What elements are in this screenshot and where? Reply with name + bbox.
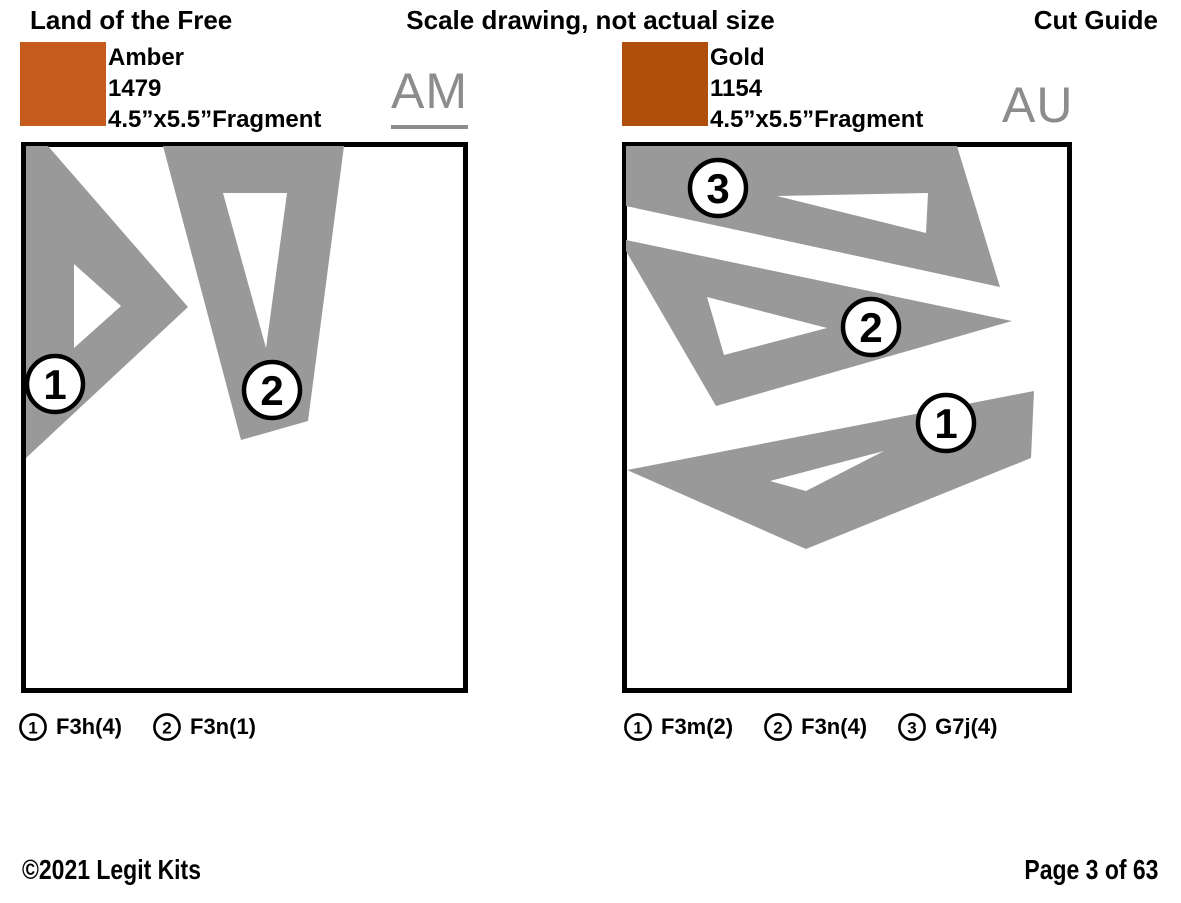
- fabric-piece-2: [626, 240, 1012, 406]
- legend-item: 2 F3n(4): [763, 712, 867, 742]
- piece-number-marker: [24, 353, 86, 415]
- fabric-name: Gold: [710, 44, 765, 71]
- svg-text:2: 2: [162, 719, 171, 738]
- panel-code: AU: [1002, 77, 1074, 133]
- piece-number: 2: [260, 367, 283, 414]
- scale-note: Scale drawing, not actual size: [406, 5, 775, 35]
- legend-label: F3m(2): [661, 714, 734, 739]
- fabric-name: Amber: [108, 44, 185, 71]
- legend-number-icon: 2: [764, 713, 793, 741]
- legend-number-icon: 2: [153, 713, 181, 741]
- piece-number: 3: [706, 165, 729, 212]
- piece-number-marker: [241, 359, 303, 421]
- legend-number-icon: 1: [624, 713, 652, 741]
- svg-text:2: 2: [773, 719, 782, 738]
- piece-number: 1: [43, 361, 66, 408]
- fabric-piece-1: [627, 391, 1034, 549]
- piece-number-marker: [915, 392, 977, 454]
- page-indicator: Page 3 of 63: [1024, 854, 1158, 885]
- fabric-info: Gold 1154 4.5”x5.5”Fragment: [710, 42, 923, 135]
- svg-text:1: 1: [28, 719, 37, 738]
- piece-hole: [707, 297, 827, 355]
- piece-number-marker: [840, 296, 902, 358]
- legend-label: G7j(4): [935, 714, 998, 739]
- project-title: Land of the Free: [30, 5, 233, 35]
- legend-item: 1 F3m(2): [623, 712, 733, 742]
- piece-hole: [223, 193, 287, 348]
- piece-hole: [74, 264, 121, 348]
- fabric-size: 4.5”x5.5”Fragment: [108, 106, 322, 133]
- fragment-outline-box: [622, 142, 1072, 693]
- legend: 1 F3m(2) 2 F3n(4) 3 G7j(4): [623, 712, 997, 742]
- page-title: Cut Guide: [1033, 5, 1158, 35]
- fabric-piece-1: [26, 146, 188, 458]
- piece-hole: [777, 193, 928, 233]
- panel-code: AM: [391, 66, 468, 129]
- fabric-number: 1479: [108, 75, 162, 102]
- cut-diagram: 3 2 1: [622, 142, 1072, 693]
- fabric-swatch: [20, 42, 106, 126]
- legend-label: F3n(1): [190, 714, 256, 739]
- fabric-info: Amber 1479 4.5”x5.5”Fragment: [108, 42, 321, 135]
- legend-item: 1 F3h(4): [18, 712, 122, 742]
- fabric-piece-2: [163, 146, 344, 440]
- piece-number-marker: [687, 157, 749, 219]
- legend-number-icon: 3: [898, 713, 927, 741]
- fabric-piece-3: [626, 146, 1000, 287]
- piece-hole: [770, 451, 884, 491]
- legend-label: F3h(4): [56, 714, 122, 739]
- legend-number-icon: 1: [19, 713, 47, 741]
- svg-text:1: 1: [633, 719, 642, 738]
- copyright: ©2021 Legit Kits: [22, 854, 201, 885]
- piece-number: 2: [859, 304, 882, 351]
- legend-label: F3n(4): [801, 714, 868, 739]
- fabric-size: 4.5”x5.5”Fragment: [710, 106, 924, 133]
- fabric-number: 1154: [710, 75, 763, 102]
- piece-number: 1: [934, 400, 957, 447]
- legend: 1 F3h(4) 2 F3n(1): [18, 712, 256, 742]
- fabric-swatch: [622, 42, 708, 126]
- svg-text:3: 3: [907, 719, 916, 738]
- fragment-outline-box: [21, 142, 468, 693]
- legend-item: 2 F3n(1): [152, 712, 256, 742]
- legend-item: 3 G7j(4): [897, 712, 997, 742]
